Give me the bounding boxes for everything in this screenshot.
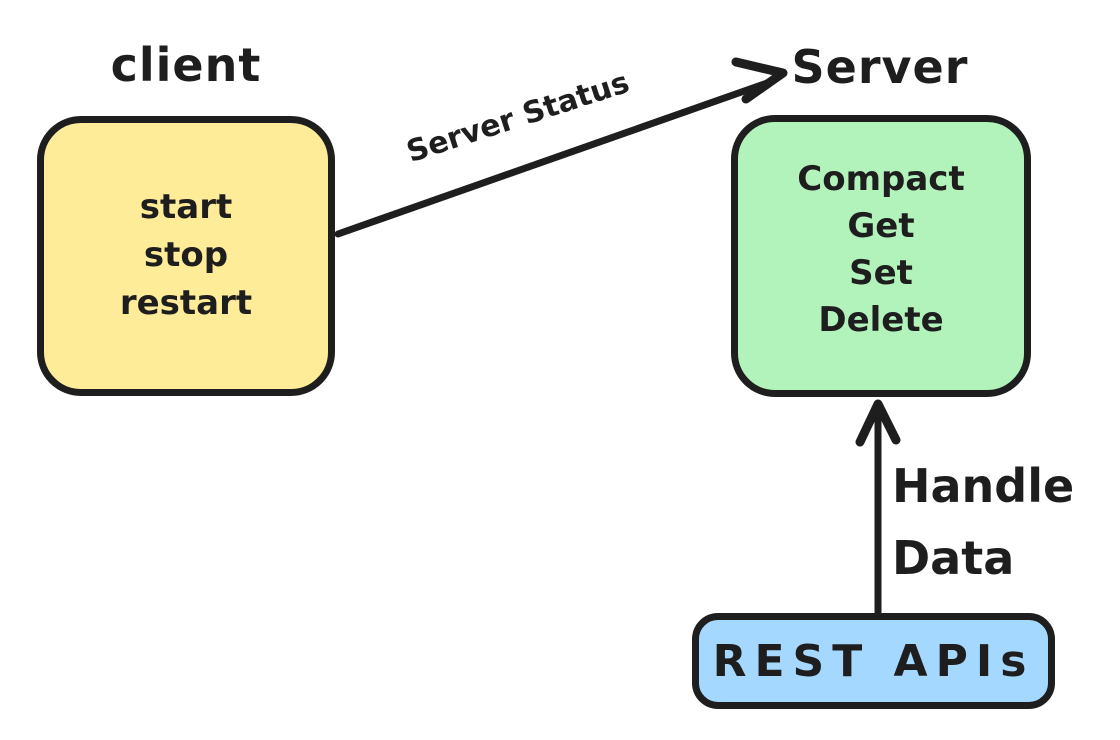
rest-apis-label: REST APIs <box>712 635 1035 687</box>
server-line-set: Set <box>849 253 913 293</box>
arrowhead-up-icon <box>855 399 901 447</box>
server-line-get: Get <box>847 206 915 246</box>
server-line-compact: Compact <box>797 159 965 199</box>
client-node-box <box>37 116 335 396</box>
server-node-title: Server <box>791 40 969 94</box>
server-line-delete: Delete <box>818 300 944 340</box>
client-node-title: client <box>110 38 262 92</box>
edge-label-handle-data: Handle Data <box>892 459 1075 585</box>
rest-apis-node-box: REST APIs <box>692 613 1055 709</box>
client-line-start: start <box>139 187 233 227</box>
client-line-restart: restart <box>119 283 253 323</box>
client-line-stop: stop <box>143 235 229 275</box>
client-node-lines: start stop restart <box>37 183 335 327</box>
server-node-lines: Compact Get Set Delete <box>731 156 1031 344</box>
server-node-box <box>731 115 1031 397</box>
arrow-rest-to-server <box>855 399 901 616</box>
edge-label-server-status: Server Status <box>402 65 634 170</box>
